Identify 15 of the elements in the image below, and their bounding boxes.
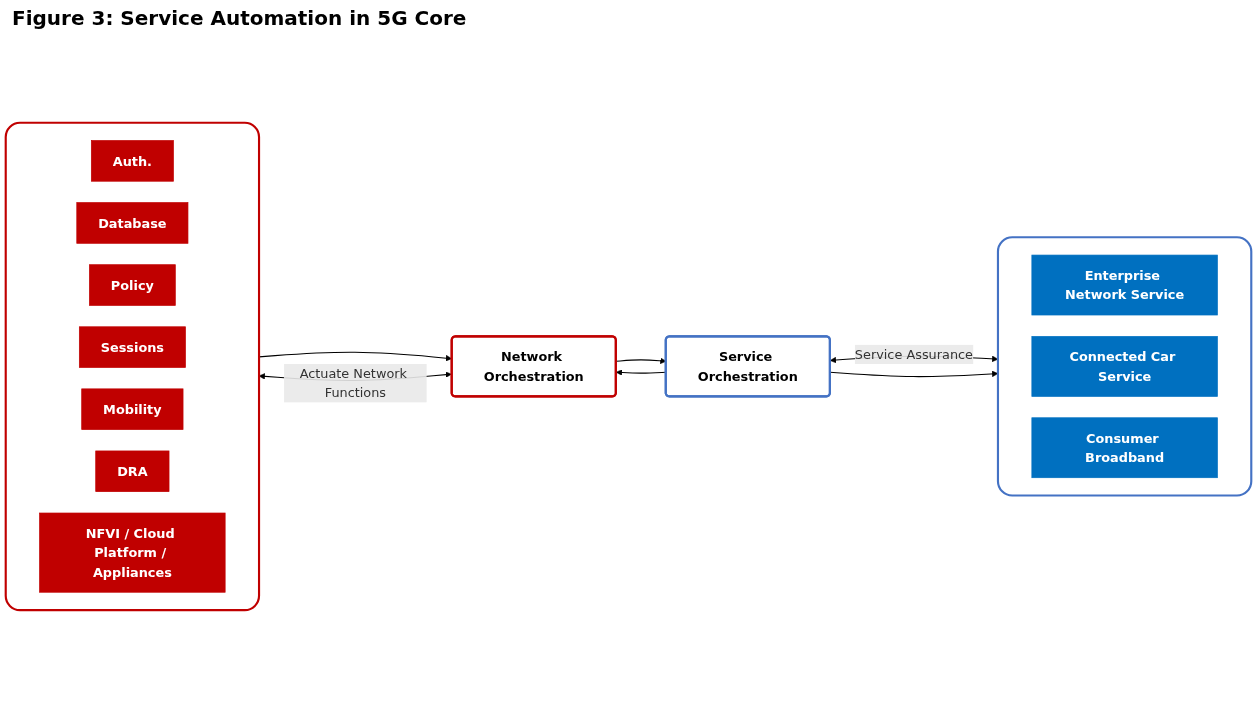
node-box: Sessions: [78, 326, 186, 368]
node-box: Enterprise Network Service: [1031, 254, 1218, 315]
figure-title: Figure 3: Service Automation in 5G Core: [11, 5, 468, 32]
node-box: DRA: [95, 450, 170, 492]
node-box: Policy: [89, 263, 176, 306]
node-box: Auth.: [91, 139, 174, 182]
node-box: Consumer Broadband: [1031, 417, 1218, 478]
node-box: Mobility: [81, 388, 184, 430]
node-box: NFVI / Cloud Platform / Appliances: [39, 512, 226, 593]
node-box: Connected Car Service: [1031, 335, 1218, 397]
edge-label: Service Assurance: [854, 346, 973, 362]
node-box: Database: [76, 201, 189, 244]
edge-label: Actuate Network Functions: [299, 365, 407, 400]
cluster: [4, 121, 261, 611]
cluster: [996, 235, 1253, 497]
